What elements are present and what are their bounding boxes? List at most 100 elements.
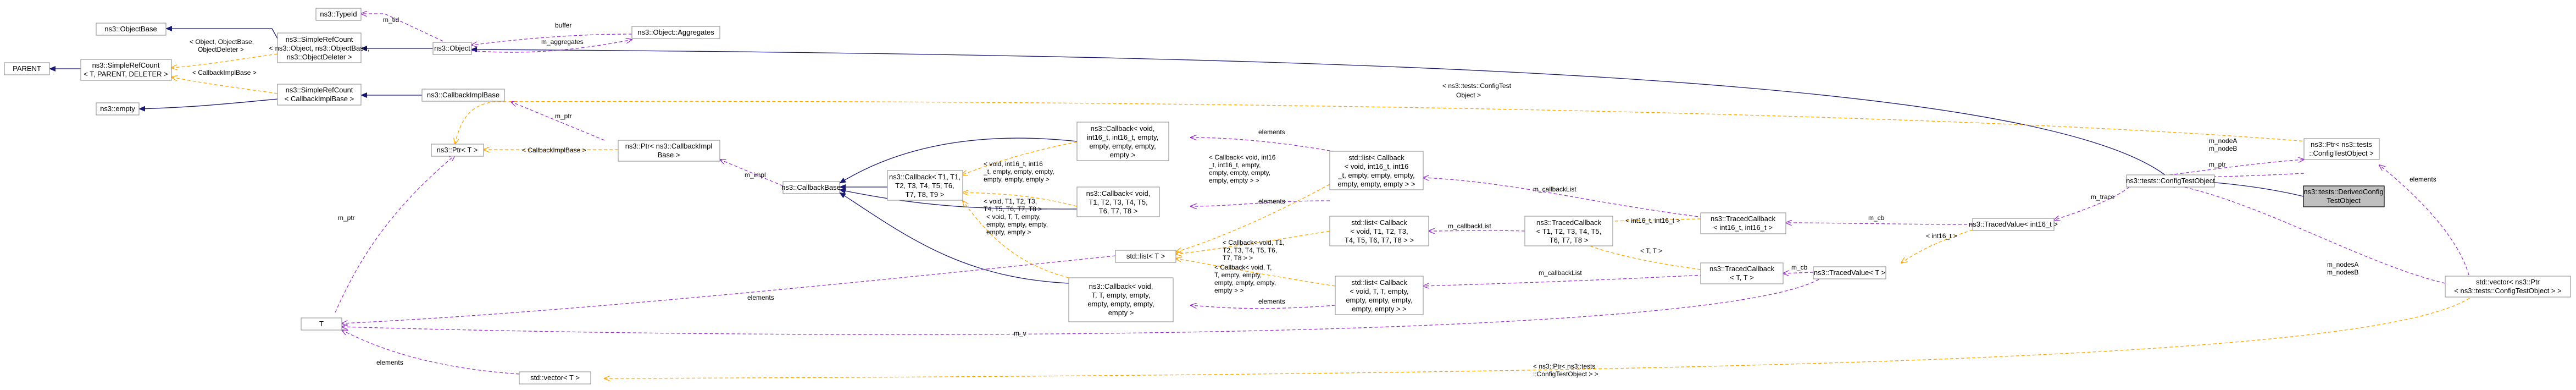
label-elements-2: elements [1258,197,1285,205]
node-callback-void-int16-line4: empty > [1110,151,1136,159]
node-callback-t1-t9[interactable]: ns3::Callback< T1, T1, T2, T3, T4, T5, T… [887,170,963,201]
node-callback-void-int16-line2: int16_t, int16_t, empty, [1087,133,1159,141]
node-simplerefcount-object[interactable]: ns3::SimpleRefCount < ns3::Object, ns3::… [269,32,370,63]
label-tpl-list-int16-4: empty, empty > > [1209,177,1259,184]
edge-tracedvalue-t-m-v [342,279,1819,335]
edge-object-to-aggregates [471,40,632,53]
label-tpl-list-t1-3: T7, T8 > > [1223,254,1253,262]
label-m-callbacklist-2: m_callbackList [1448,222,1491,230]
edge-list-int16-elements [1191,138,1358,156]
label-tpl-object-2: ObjectDeleter > [198,46,244,53]
node-configtestobject-label: ns3::tests::ConfigTestObject [2126,177,2215,185]
node-simplerefcount-cb-line2: < CallbackImplBase > [285,95,354,103]
node-parent[interactable]: PARENT [4,62,50,75]
label-m-nodea-1: m_nodeA [2209,137,2237,145]
label-tpl-vector-ptr-1: < ns3::Ptr< ns3::tests [1533,362,1595,370]
node-callback-void-t-t[interactable]: ns3::Callback< void, T, T, empty, empty,… [1068,277,1174,322]
label-tpl-tt: < T, T > [1640,247,1662,255]
edge-tpl-cb-int16 [962,141,1078,175]
label-tpl-int16-tv: < int16_t > [1926,232,1957,240]
label-tpl-list-tt-3: empty, empty, empty, [1214,279,1276,287]
node-configtestobject[interactable]: ns3::tests::ConfigTestObject [2126,174,2215,188]
node-tracedvalue-int16-label: ns3::TracedValue< int16_t > [1969,220,2058,228]
label-tpl-list-tt-4: empty > > [1214,287,1243,294]
node-derivedconfigtestobject[interactable]: ns3::tests::DerivedConfig TestObject [2303,185,2385,207]
node-callback-void-int16[interactable]: ns3::Callback< void, int16_t, int16_t, e… [1076,122,1169,161]
edge-tracedvalue-t-m-cb [1783,272,1814,273]
node-tracedcallback-int16-line1: ns3::TracedCallback [1711,215,1776,223]
node-stdlist-t[interactable]: std::list< T > [1115,250,1176,263]
label-m-cb-2: m_cb [1791,263,1808,271]
node-tracedcallback-t1-t8[interactable]: ns3::TracedCallback < T1, T2, T3, T4, T5… [1524,216,1613,246]
edge-tpl-vector-ptr [604,291,2479,378]
node-t[interactable]: T [301,317,342,331]
edge-cb-void-tt-to-callbackbase [839,192,1069,284]
node-simplerefcount-template-line1: ns3::SimpleRefCount [92,61,160,69]
edge-vector-t-elements [342,330,520,375]
node-callback-void-t1-t8[interactable]: ns3::Callback< void, T1, T2, T3, T4, T5,… [1076,186,1160,217]
node-ptr-t[interactable]: ns3::Ptr< T > [431,144,484,157]
label-tpl-configtest-2: Object > [1456,91,1481,99]
edge-list-tt-elements [1191,305,1336,309]
node-object-label: ns3::Object [434,44,470,52]
node-stdlist-t1-t8[interactable]: std::list< Callback < void, T1, T2, T3, … [1329,216,1429,246]
node-stdvector-t[interactable]: std::vector< T > [519,371,591,384]
label-m-nodesa-1: m_nodesA [2327,261,2358,268]
node-typeid[interactable]: ns3::TypeId [315,8,362,21]
label-tpl-vector-ptr-2: ::ConfigTestObject > > [1533,370,1598,378]
node-simplerefcount-object-line1: ns3::SimpleRefCount [286,35,353,43]
label-m-impl: m_impl [745,171,766,179]
node-vector-ptr-configtestobject[interactable]: std::vector< ns3::Ptr < ns3::tests::Conf… [2445,276,2571,298]
node-stdlist-int16-line4: empty, empty, empty > > [1337,180,1415,188]
node-simplerefcount-cb[interactable]: ns3::SimpleRefCount < CallbackImplBase > [277,84,362,106]
node-aggregates-label: ns3::Object::Aggregates [637,28,714,36]
node-tracedcallback-int16[interactable]: ns3::TracedCallback < int16_t, int16_t > [1700,212,1786,234]
edge-cb-int16-to-callbackbase [839,138,1078,184]
edge-ptr-cbimpl-m-ptr [511,102,605,141]
node-callbackimplbase[interactable]: ns3::CallbackImplBase [421,89,505,102]
label-m-ptr-1: m_ptr [555,112,572,120]
node-ptr-configtestobject[interactable]: ns3::Ptr< ns3::tests ::ConfigTestObject … [2303,138,2380,160]
edge-tpl-cb-t1-t8 [963,193,1078,207]
label-elements-3: elements [1258,298,1285,305]
node-stdlist-t1-t8-line2: < void, T1, T2, T3, [1350,227,1408,235]
edge-traced-t1-callbacklist [1429,230,1525,231]
node-simplerefcount-template[interactable]: ns3::SimpleRefCount < T, PARENT, DELETER… [80,59,172,81]
label-tpl-list-tt-1: < Callback< void, T, [1214,263,1272,271]
edge-traced-tt-callbacklist [1423,274,1704,286]
node-empty[interactable]: ns3::empty [96,102,140,116]
label-tpl-list-int16-1: < Callback< void, int16 [1209,153,1276,161]
edge-tpl-cb-tt [963,201,1069,278]
node-aggregates[interactable]: ns3::Object::Aggregates [631,26,720,39]
node-object[interactable]: ns3::Object [432,42,472,55]
node-stdlist-t-t[interactable]: std::list< Callback < void, T, T, empty,… [1335,276,1424,315]
node-ptr-configtestobject-line2: ::ConfigTestObject > [2309,149,2373,157]
node-stdlist-t1-t8-line1: std::list< Callback [1351,218,1407,227]
node-callback-void-int16-line3: empty, empty, empty, [1089,142,1156,150]
edge-simplerefcount-cb-to-empty [138,98,278,112]
node-tracedvalue-int16[interactable]: ns3::TracedValue< int16_t > [1969,218,2058,231]
label-tpl-configtest-1: < ns3::tests::ConfigTest [1442,82,1512,90]
label-m-nodea-2: m_nodeB [2209,145,2237,152]
edge-list-t1-elements [1191,200,1330,206]
node-stdlist-t-t-line2: < void, T, T, empty, [1350,287,1408,295]
label-tpl-list-int16-3: empty, empty, empty, [1209,169,1270,177]
node-stdlist-int16[interactable]: std::list< Callback < void, int16_t, int… [1329,151,1424,190]
node-stdlist-t-t-line4: empty, empty > > [1352,305,1406,313]
node-empty-label: ns3::empty [100,105,135,113]
node-ptr-cbimplbase[interactable]: ns3::Ptr< ns3::CallbackImpl Base > [618,140,720,162]
node-objectbase[interactable]: ns3::ObjectBase [96,23,166,36]
label-tpl-cb-t1-1: < void, T1, T2, T3, [984,197,1037,205]
node-tracedvalue-t[interactable]: ns3::TracedValue< T > [1813,266,1886,279]
label-tpl-cb-tt-1: < void, T, T, empty, [986,213,1041,221]
node-callbackbase[interactable]: ns3::CallbackBase [781,181,841,194]
label-tpl-list-int16-2: _t, int16_t, empty, [1208,161,1261,169]
edge-simplerefcount-obj-to-objectbase [165,26,278,39]
node-tracedcallback-t-t[interactable]: ns3::TracedCallback < T, T > [1700,262,1784,284]
label-buffer: buffer [555,21,571,29]
label-elements-5: elements [376,359,403,366]
label-m-ptr-t: m_ptr [338,214,355,222]
edge-t-to-ptr-m-ptr [335,155,455,313]
node-t-label: T [319,320,324,328]
node-stdlist-t1-t8-line3: T4, T5, T6, T7, T8 > > [1345,236,1414,244]
